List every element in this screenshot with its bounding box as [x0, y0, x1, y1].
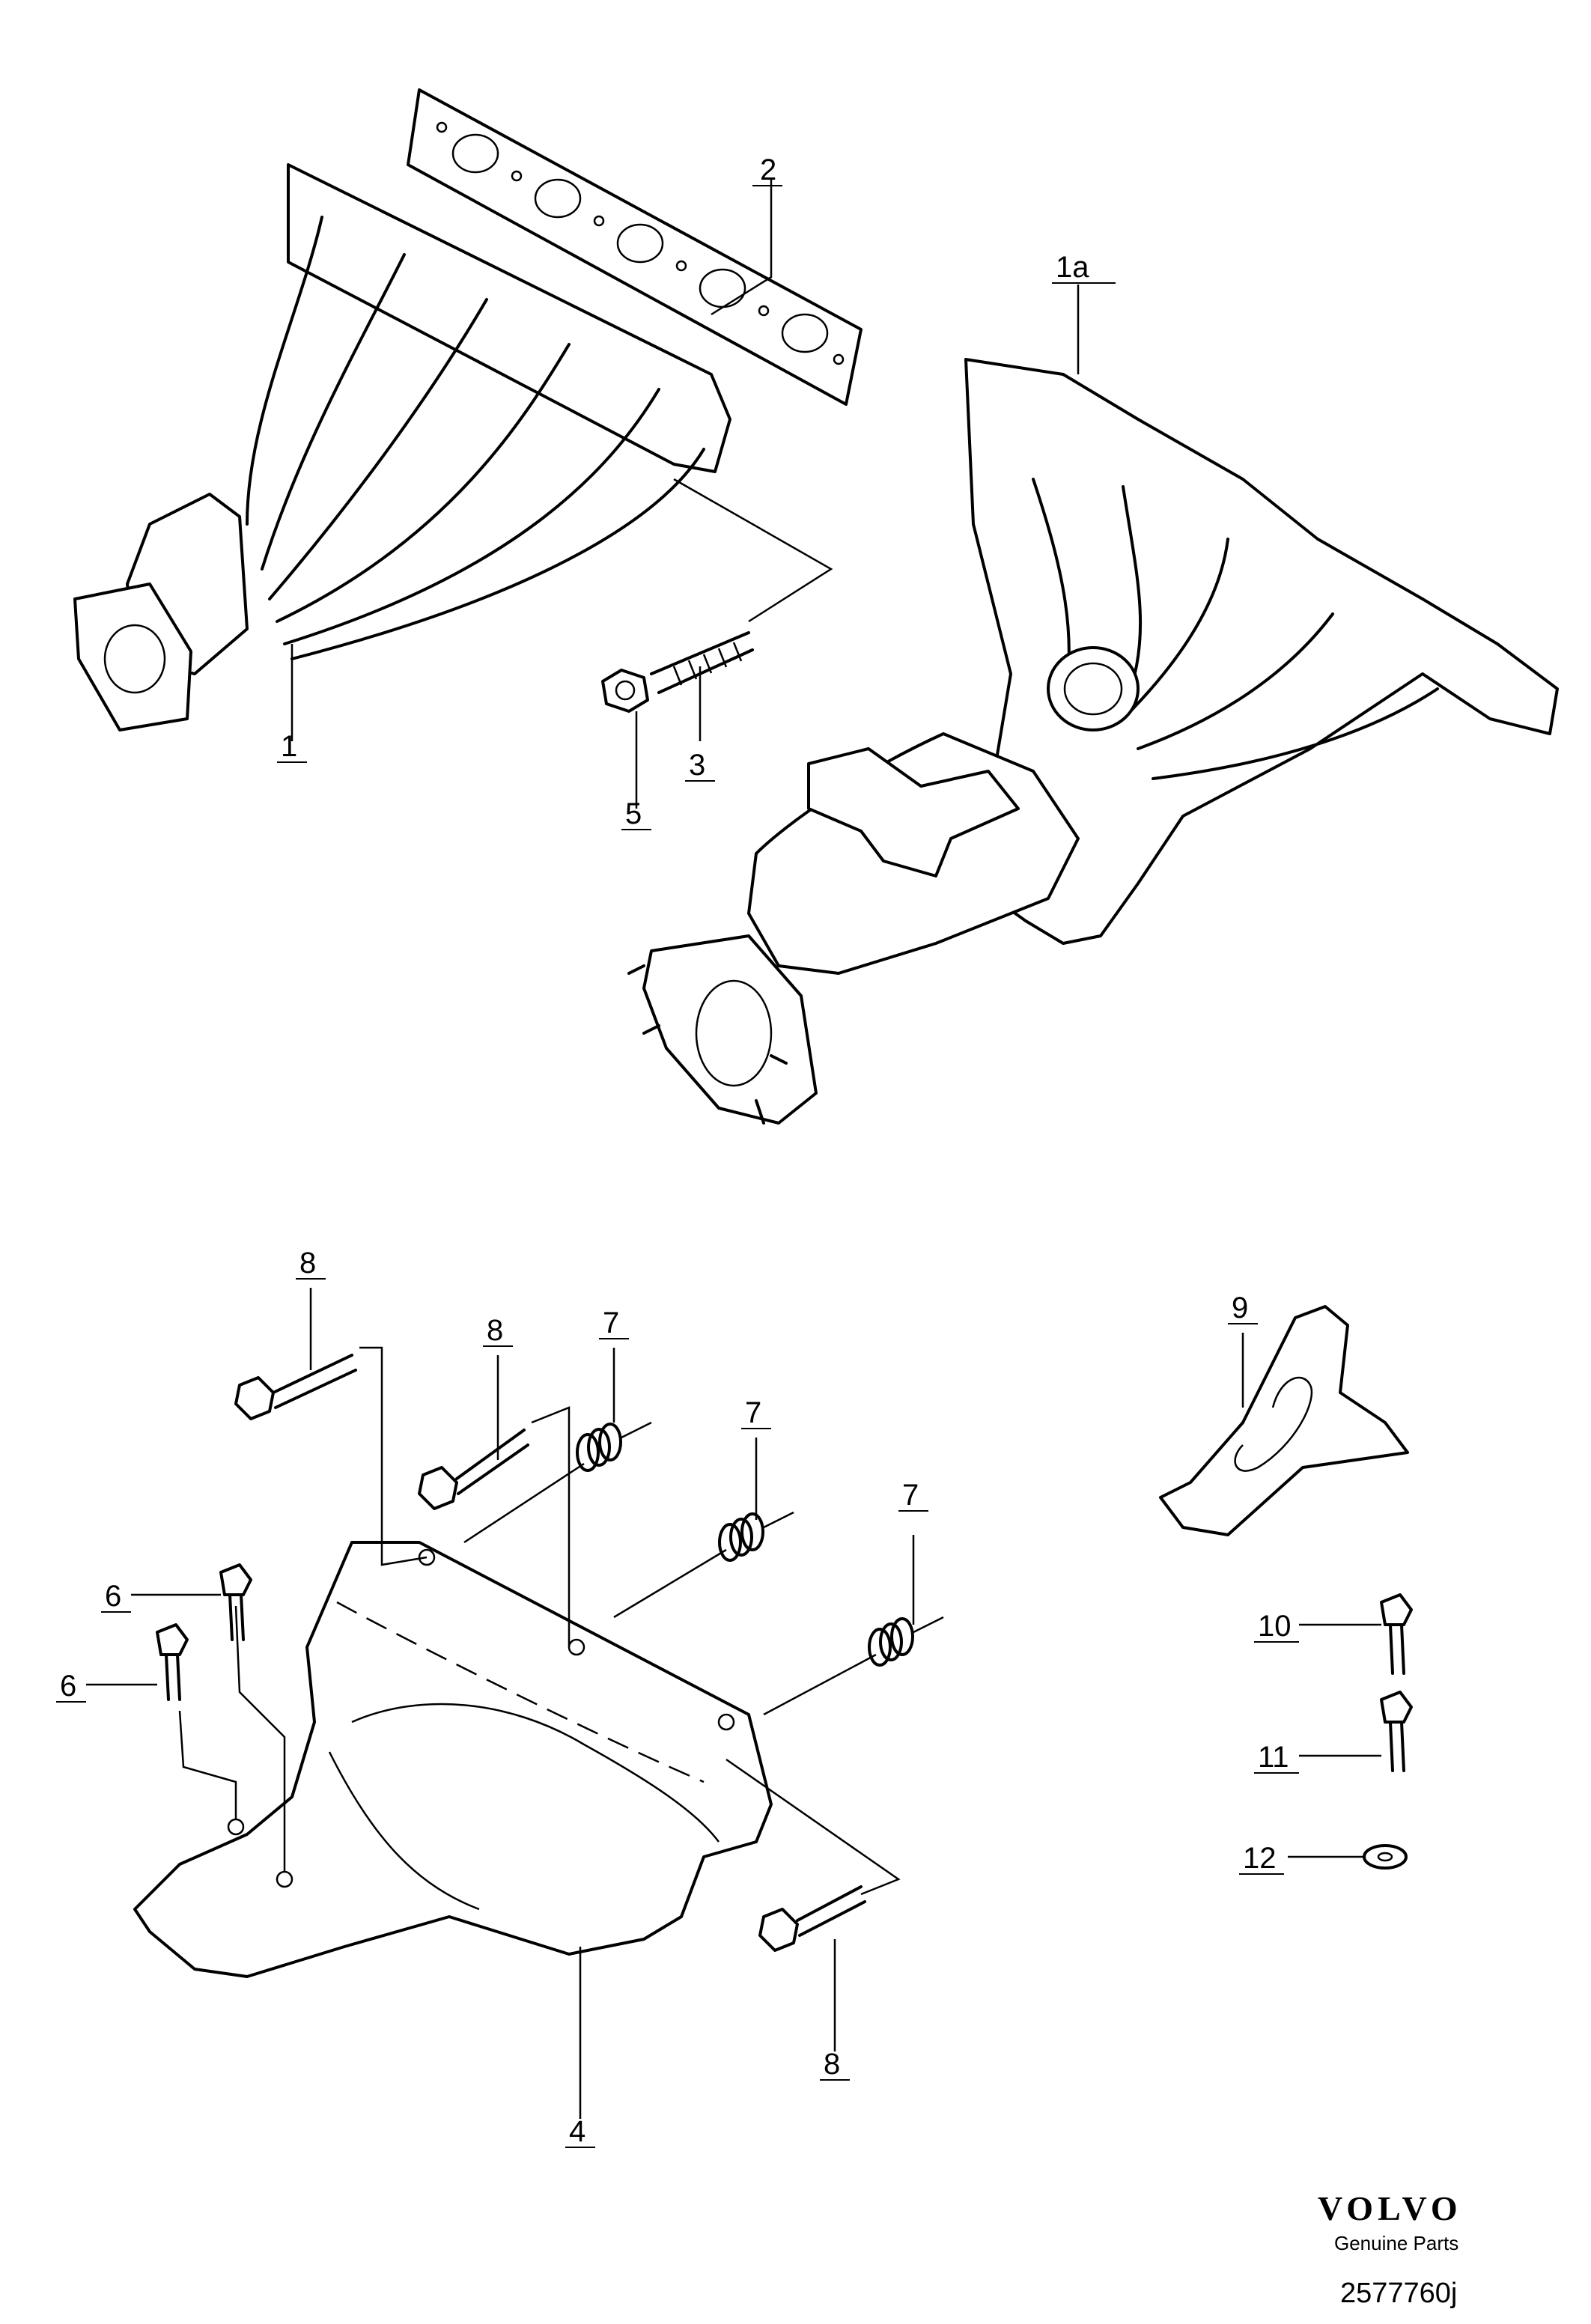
callout-3: 3 [689, 749, 705, 782]
callout-2: 2 [760, 153, 776, 186]
bolt-8c [758, 1885, 866, 1952]
tubular-exhaust-manifold [73, 163, 731, 731]
screw-6a [219, 1563, 252, 1641]
callout-6b: 6 [60, 1670, 76, 1703]
callout-labels: 2 1a 1 3 5 8 8 7 7 7 6 6 4 8 9 10 11 12 [56, 153, 1299, 2148]
flange-nut [601, 669, 649, 713]
callout-4: 4 [569, 2115, 585, 2148]
callout-12: 12 [1243, 1842, 1277, 1875]
bolt-8a [234, 1354, 357, 1420]
callout-7c: 7 [902, 1479, 919, 1512]
callout-7a: 7 [603, 1307, 619, 1339]
callout-8a: 8 [299, 1247, 316, 1280]
callout-8b: 8 [487, 1314, 503, 1347]
manifold-stud [650, 631, 754, 694]
heat-shield [133, 1541, 773, 1978]
spring-7c [868, 1617, 914, 1667]
spring-7b [718, 1512, 764, 1562]
leader-lines [86, 180, 1381, 2119]
callout-5: 5 [625, 797, 642, 830]
diagram-reference: 2577760j [1340, 2278, 1457, 2309]
bolt-8b [418, 1429, 529, 1510]
callout-10: 10 [1258, 1610, 1292, 1643]
manifold-gasket [407, 88, 863, 406]
callout-1: 1 [281, 730, 297, 763]
footer: VOLVO Genuine Parts 2577760j [1318, 2189, 1462, 2309]
callout-6a: 6 [105, 1580, 121, 1613]
washer [1363, 1844, 1408, 1870]
brand-subtitle: Genuine Parts [1334, 2232, 1458, 2254]
screw-11 [1380, 1691, 1413, 1772]
brand-logo: VOLVO [1318, 2189, 1462, 2227]
bracket [1159, 1305, 1409, 1536]
callout-9: 9 [1232, 1292, 1248, 1324]
callout-8c: 8 [824, 2048, 840, 2081]
spring-7a [576, 1423, 622, 1472]
callout-7b: 7 [745, 1396, 761, 1429]
callout-11: 11 [1258, 1741, 1289, 1774]
manifold-with-catalytic-converter [627, 358, 1559, 1125]
callout-1a: 1a [1056, 251, 1089, 284]
screw-6b [156, 1623, 189, 1701]
screw-10 [1380, 1593, 1413, 1675]
